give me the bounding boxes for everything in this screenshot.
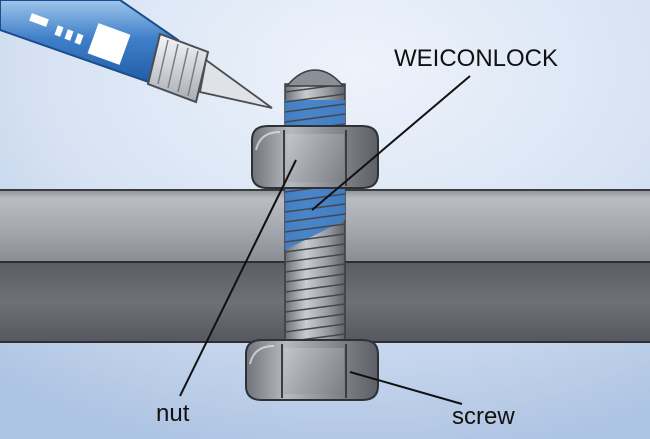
nut-leader-line	[179, 159, 297, 397]
lower-nut	[245, 339, 379, 401]
upper-nut	[251, 125, 379, 189]
weiconlock-label: WEICONLOCK	[394, 45, 559, 72]
leader-lines	[179, 75, 471, 405]
weiconlock-leader-line	[311, 75, 471, 211]
screw-leader-line	[349, 371, 463, 405]
threadlocker-tube	[0, 0, 273, 109]
nut-label: nut	[156, 400, 190, 427]
screw-label: screw	[452, 403, 515, 430]
